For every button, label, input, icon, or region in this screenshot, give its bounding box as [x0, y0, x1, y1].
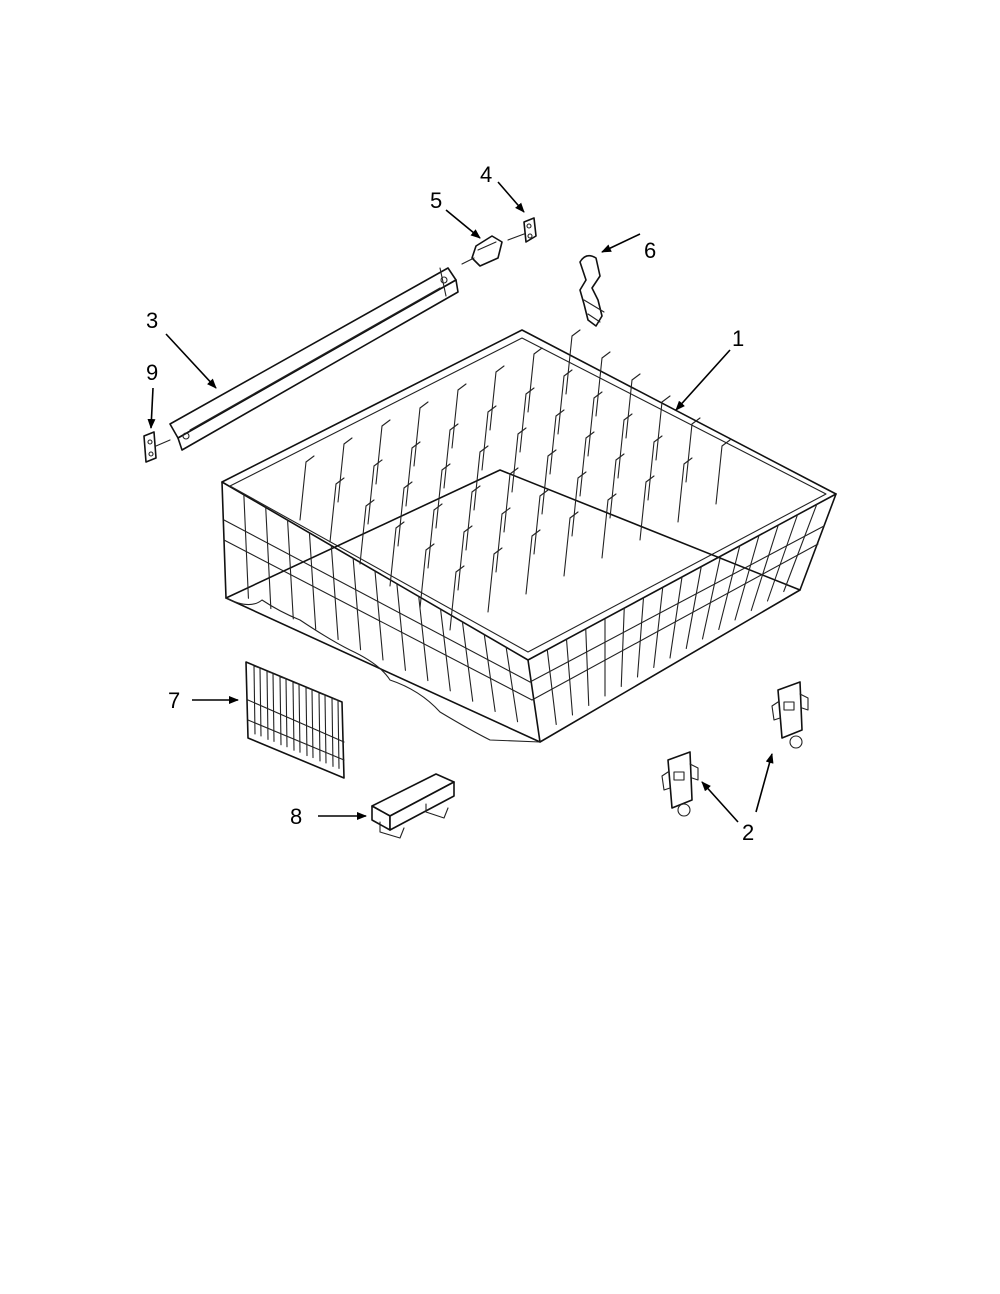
callout-labels: 1 2 3 4 5 6 7 8 9	[146, 162, 754, 845]
rack-adjuster-drawing	[579, 254, 605, 327]
callout-1: 1	[732, 326, 744, 351]
tine-row-insert-drawing	[245, 661, 345, 779]
track-stop-clip-drawing	[507, 217, 537, 243]
callout-8: 8	[290, 804, 302, 829]
callout-4: 4	[480, 162, 492, 187]
rack-bumper-drawing	[371, 773, 455, 839]
callout-3: 3	[146, 308, 158, 333]
rack-track-drawing	[169, 267, 459, 451]
upper-dishrack-drawing	[221, 329, 837, 743]
track-front-stop-drawing	[143, 431, 171, 463]
rack-roller-clips-drawing	[661, 681, 809, 817]
callout-arrows	[147, 181, 774, 823]
track-end-cap-drawing	[461, 235, 503, 267]
callout-9: 9	[146, 360, 158, 385]
callout-7: 7	[168, 688, 180, 713]
callout-5: 5	[430, 188, 442, 213]
callout-6: 6	[644, 238, 656, 263]
callout-2: 2	[742, 820, 754, 845]
